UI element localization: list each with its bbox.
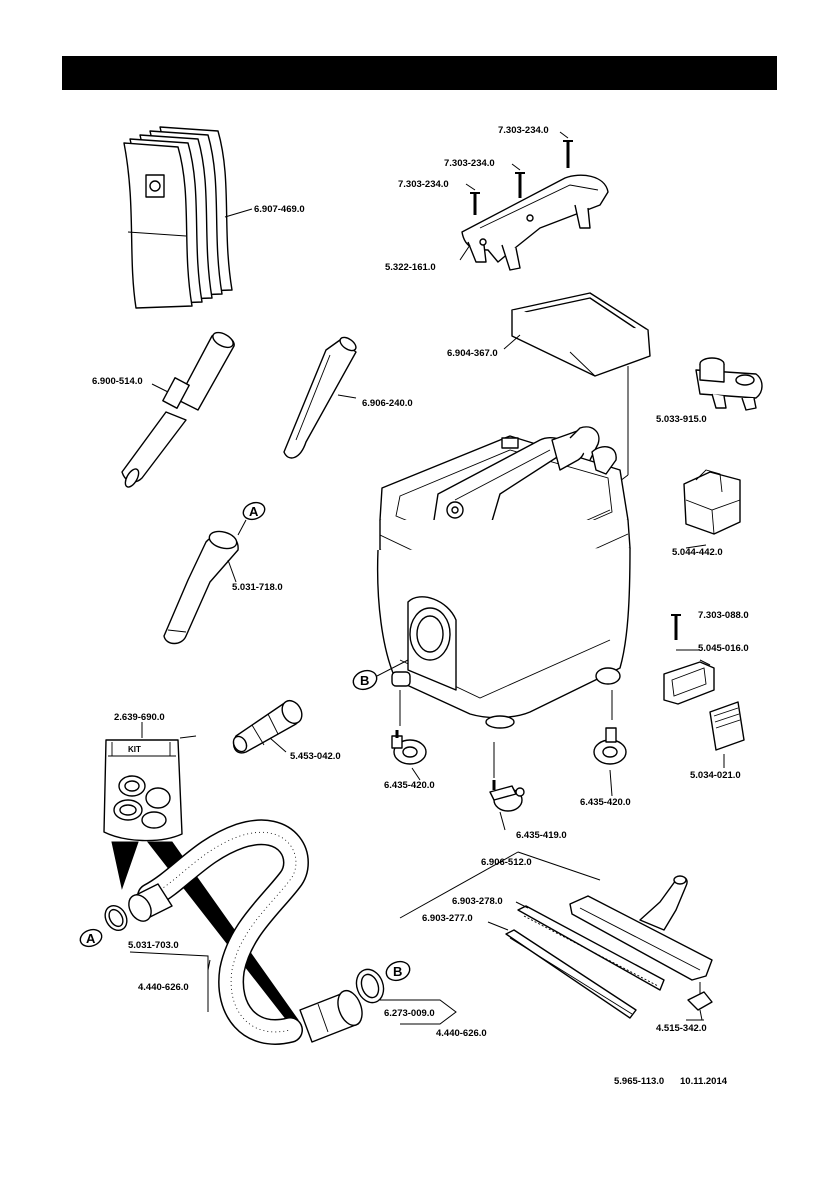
label-holder-top: 5.033-915.0: [656, 414, 707, 425]
label-handle: 5.322-161.0: [385, 262, 436, 273]
leader-lines: [129, 131, 725, 1025]
castor-left: [391, 690, 427, 765]
extension-tubes: [121, 331, 235, 488]
label-elbow: 5.031-718.0: [232, 582, 283, 593]
accessory-holder-side: [683, 469, 741, 535]
marker-a-label-bottom: A: [86, 931, 96, 946]
label-strip-rubber: 6.903-277.0: [422, 913, 473, 924]
side-screw: [671, 614, 681, 640]
kit-label: KIT: [128, 745, 141, 754]
part-labels: 7.303-234.0 7.303-234.0 7.303-234.0 6.90…: [92, 125, 749, 1039]
label-screw-side: 7.303-088.0: [698, 610, 749, 621]
label-nozzle-joint: 4.515-342.0: [656, 1023, 707, 1034]
label-filter: 6.904-367.0: [447, 348, 498, 359]
marker-a-bottom: A: [79, 928, 103, 948]
label-strip-brush: 6.903-278.0: [452, 896, 503, 907]
crevice-nozzle: [283, 336, 357, 459]
label-castor-brake: 6.435-419.0: [516, 830, 567, 841]
label-floor-nozzle: 6.906-512.0: [481, 857, 532, 868]
header-bar: [62, 56, 777, 90]
label-kit: 2.639-690.0: [114, 712, 165, 723]
footer: 5.965-113.0 10.11.2014: [614, 1076, 728, 1087]
castor-right: [593, 690, 627, 765]
marker-a-label: A: [249, 504, 259, 519]
carry-handle: [459, 174, 609, 271]
label-ring-b: 6.273-009.0: [384, 1008, 435, 1019]
dust-bags: [123, 126, 253, 309]
footer-doc-number: 5.965-113.0: [614, 1076, 664, 1087]
label-adapter: 5.453-042.0: [290, 751, 341, 762]
clip: [663, 661, 715, 705]
cover: [709, 701, 745, 751]
label-extension-tube: 6.900-514.0: [92, 376, 143, 387]
marker-b-label-bottom: B: [393, 964, 402, 979]
ring-b: [355, 968, 385, 1004]
screws-top: [470, 140, 573, 215]
elbow-tube: [163, 519, 247, 645]
label-holder-side: 5.044-442.0: [672, 547, 723, 558]
label-screw-2: 7.303-234.0: [444, 158, 495, 169]
kit-bag: KIT: [103, 722, 299, 1025]
floor-nozzle: [505, 875, 713, 1021]
castor-brake: [489, 742, 525, 812]
label-cover: 5.034-021.0: [690, 770, 741, 781]
marker-a-top: A: [242, 501, 266, 521]
vacuum-body: [376, 426, 631, 729]
suction-hose: [128, 819, 363, 1045]
marker-b-bottom: B: [385, 960, 411, 982]
label-hose-connector-a: 5.031-703.0: [128, 940, 179, 951]
flat-filter: [503, 292, 651, 488]
marker-b-label: B: [360, 673, 369, 688]
marker-b-left: B: [352, 659, 409, 691]
label-castor-left: 6.435-420.0: [384, 780, 435, 791]
label-hose-b: 4.440-626.0: [436, 1028, 487, 1039]
label-crevice-nozzle: 6.906-240.0: [362, 398, 413, 409]
label-castor-right: 6.435-420.0: [580, 797, 631, 808]
adapter: [232, 699, 303, 754]
ring-a: [104, 904, 128, 932]
label-clip: 5.045-016.0: [698, 643, 749, 654]
label-hose: 4.440-626.0: [138, 982, 189, 993]
label-screw-1: 7.303-234.0: [498, 125, 549, 136]
label-screw-3: 7.303-234.0: [398, 179, 449, 190]
accessory-holder-top: [695, 357, 763, 411]
footer-date: 10.11.2014: [680, 1076, 728, 1087]
label-bags: 6.907-469.0: [254, 204, 305, 215]
